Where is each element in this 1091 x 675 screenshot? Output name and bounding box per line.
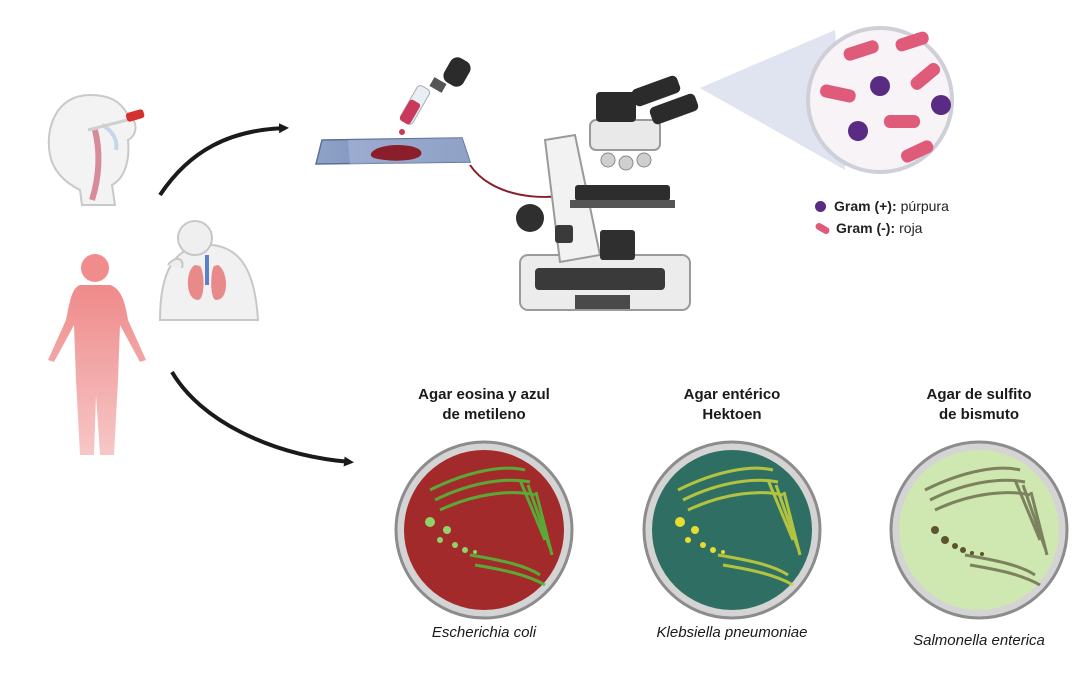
agar-title-line1: Agar eosina y azul (418, 386, 550, 403)
gram-positive-marker (815, 200, 826, 212)
species-salmonella: Salmonella enterica (913, 632, 1045, 649)
agar-title-line1: Agar entérico (683, 386, 781, 403)
gram-positive-label: Gram (+): (834, 198, 897, 214)
petri-dish-eosin (394, 440, 574, 620)
agar-title-hektoen: Agar entérico Hektoen (632, 385, 832, 425)
agar-title-line2: de bismuto (938, 406, 1019, 423)
magnified-view (806, 26, 954, 174)
gram-negative-label: Gram (-): (836, 220, 896, 236)
legend-gram-positive: Gram (+): púrpura (815, 198, 949, 214)
agar-title-line1: Agar de sulfito (926, 386, 1032, 403)
agar-title-bismuth: Agar de sulfito de bismuto (879, 385, 1079, 425)
gram-positive-value: púrpura (900, 198, 949, 214)
magnification-cone (700, 30, 845, 170)
petri-dish-hektoen (642, 440, 822, 620)
microscope (516, 75, 699, 311)
dropper (399, 57, 471, 135)
microscope-slide (315, 137, 472, 165)
gram-negative-value: roja (899, 220, 923, 236)
arrow-to-agar (170, 370, 354, 467)
petri-dish-bismuth (889, 440, 1069, 620)
gram-negative-marker (814, 221, 831, 235)
agar-title-eosin: Agar eosina y azul de metileno (384, 385, 584, 425)
nasal-swab-figure (47, 93, 145, 206)
species-klebsiella: Klebsiella pneumoniae (656, 624, 808, 641)
lungs-figure (158, 220, 260, 321)
agar-title-line2: de metileno (442, 406, 526, 423)
agar-title-line2: Hektoen (702, 406, 762, 423)
legend-gram-negative: Gram (-): roja (814, 220, 923, 236)
arrow-to-slide (158, 123, 289, 197)
human-body-figure (48, 254, 146, 455)
species-ecoli: Escherichia coli (431, 624, 537, 641)
